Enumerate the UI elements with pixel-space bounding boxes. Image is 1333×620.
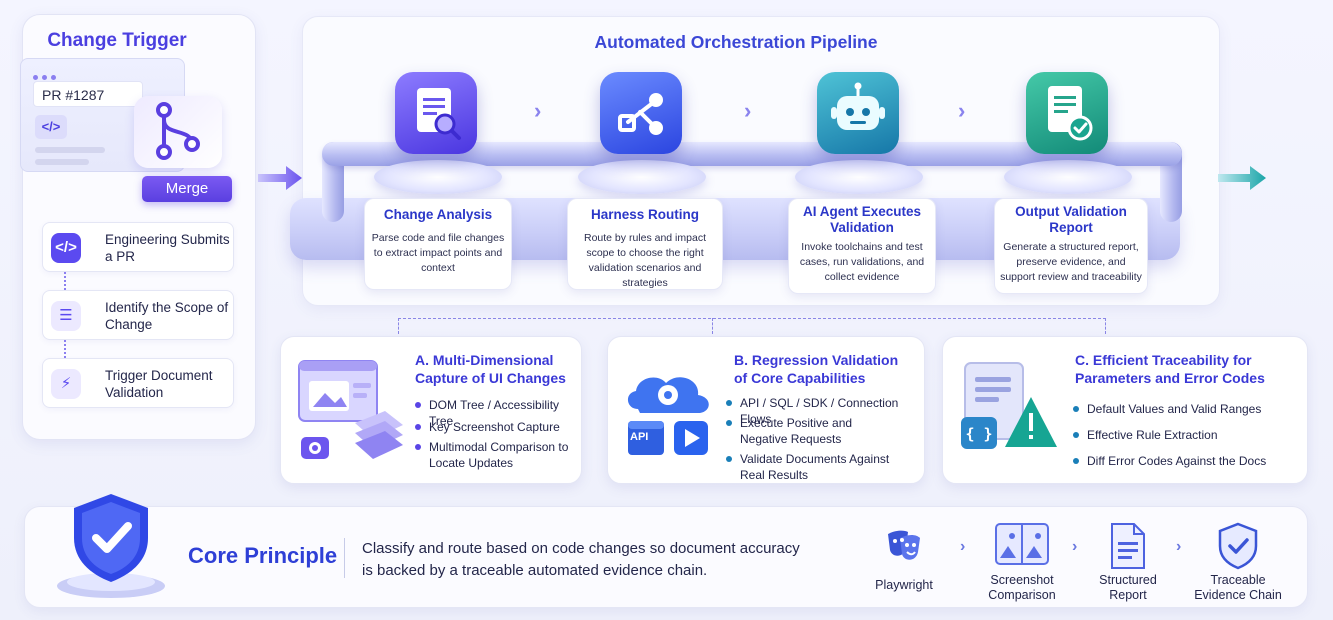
core-principle-text: Classify and route based on code changes… xyxy=(362,540,800,579)
structured-report-icon xyxy=(1108,522,1148,575)
placeholder-line xyxy=(35,159,89,165)
code-icon: </> xyxy=(51,233,81,263)
chevron-right-icon: › xyxy=(960,538,966,555)
pr-window: PR #1287 </> xyxy=(20,58,185,172)
detail-card-regression: API B. Regression Validation of Core Cap… xyxy=(607,336,925,484)
stage-pedestal xyxy=(374,160,502,194)
step-identify-scope: ☰ Identify the Scope of Change xyxy=(42,290,234,340)
divider xyxy=(344,538,345,578)
detail-item: Default Values and Valid Ranges xyxy=(1073,401,1293,417)
step-submit-pr: </> Engineering Submits a PR xyxy=(42,222,234,272)
step-label: Engineering Submits a PR xyxy=(105,232,230,264)
playwright-masks-icon xyxy=(884,528,924,569)
svg-text:{ }: { } xyxy=(965,425,992,443)
tool-label: Screenshot Comparison xyxy=(988,573,1056,602)
chevron-right-icon: › xyxy=(744,98,752,123)
step-connector xyxy=(64,340,66,358)
window-dots xyxy=(33,67,60,85)
step-label: Identify the Scope of Change xyxy=(105,300,229,332)
detail-item: Key Screenshot Capture xyxy=(415,419,579,435)
stage-description: Invoke toolchains and test cases, run va… xyxy=(799,241,925,283)
stage-ai-agent: AI Agent Executes Validation Invoke tool… xyxy=(788,198,936,294)
detail-title: C. Efficient Traceability for Parameters… xyxy=(1075,352,1265,386)
stage-title: AI Agent Executes Validation xyxy=(802,204,922,235)
merge-button[interactable]: Merge xyxy=(142,176,232,202)
branch-connector xyxy=(398,318,1106,319)
step-label: Trigger Document Validation xyxy=(105,368,213,400)
detail-item: API / SQL / SDK / Connection Flows xyxy=(726,395,922,427)
detail-item: Validate Documents Against Real Results xyxy=(726,451,916,483)
branch-connector xyxy=(712,318,713,334)
stage-title: Harness Routing xyxy=(590,207,699,222)
step-trigger-validation: ⚡ Trigger Document Validation xyxy=(42,358,234,408)
doc-warning-icon: { } xyxy=(953,355,1063,470)
core-principle-title: Core Principle xyxy=(188,543,338,568)
chevron-right-icon: › xyxy=(534,98,542,123)
ui-capture-icon xyxy=(293,353,407,470)
code-chip: </> xyxy=(35,115,67,139)
list-icon: ☰ xyxy=(51,301,81,331)
branch-connector xyxy=(398,318,399,334)
detail-card-traceability: { } C. Efficient Traceability for Parame… xyxy=(942,336,1308,484)
detail-item: Diff Error Codes Against the Docs xyxy=(1073,453,1293,469)
detail-item: Multimodal Comparison to Locate Updates xyxy=(415,439,579,471)
document-search-icon xyxy=(395,72,477,154)
chevron-right-icon: › xyxy=(958,98,966,123)
merge-branch-icon xyxy=(134,96,222,168)
stage-pedestal xyxy=(578,160,706,194)
report-check-icon xyxy=(1026,72,1108,154)
stage-description: Parse code and file changes to extract i… xyxy=(371,232,505,274)
core-principle-bar xyxy=(24,506,1308,608)
share-routing-icon xyxy=(600,72,682,154)
tool-label: Traceable Evidence Chain xyxy=(1194,573,1282,602)
detail-title: A. Multi-Dimensional Capture of UI Chang… xyxy=(415,352,566,386)
detail-card-ui-capture: A. Multi-Dimensional Capture of UI Chang… xyxy=(280,336,582,484)
shield-check-icon xyxy=(52,488,170,605)
stage-description: Route by rules and impact scope to choos… xyxy=(584,232,706,289)
stage-pedestal xyxy=(1004,160,1132,194)
branch-connector xyxy=(1105,318,1106,334)
detail-item: DOM Tree / Accessibility Tree xyxy=(415,397,579,429)
arrow-right-icon xyxy=(1218,164,1266,197)
tool-label: Structured Report xyxy=(1099,573,1157,602)
robot-icon xyxy=(817,72,899,154)
pipeline-title: Automated Orchestration Pipeline xyxy=(594,32,878,52)
stage-description: Generate a structured report, preserve e… xyxy=(1000,241,1142,283)
lightning-icon: ⚡ xyxy=(51,369,81,399)
chevron-right-icon: › xyxy=(1072,538,1078,555)
stage-output-report: Output Validation Report Generate a stru… xyxy=(994,198,1148,294)
stage-title: Output Validation Report xyxy=(1015,204,1127,235)
stage-pedestal xyxy=(795,160,923,194)
stage-change-analysis: Change Analysis Parse code and file chan… xyxy=(364,198,512,290)
detail-item: Execute Positive and Negative Requests xyxy=(726,415,896,447)
detail-title: B. Regression Validation of Core Capabil… xyxy=(734,352,899,386)
placeholder-line xyxy=(35,147,105,153)
screenshot-compare-icon xyxy=(994,522,1050,573)
pr-number-label: PR #1287 xyxy=(33,81,143,107)
change-trigger-title: Change Trigger xyxy=(47,30,187,51)
tool-label: Playwright xyxy=(875,578,933,592)
stage-harness-routing: Harness Routing Route by rules and impac… xyxy=(567,198,723,290)
cloud-api-icon xyxy=(618,359,722,468)
arrow-right-icon xyxy=(258,164,302,197)
stage-title: Change Analysis xyxy=(383,207,493,222)
api-label: API xyxy=(630,431,649,443)
chevron-right-icon: › xyxy=(1176,538,1182,555)
step-connector xyxy=(64,272,66,290)
detail-item: Effective Rule Extraction xyxy=(1073,427,1293,443)
traceable-shield-icon xyxy=(1216,522,1260,575)
